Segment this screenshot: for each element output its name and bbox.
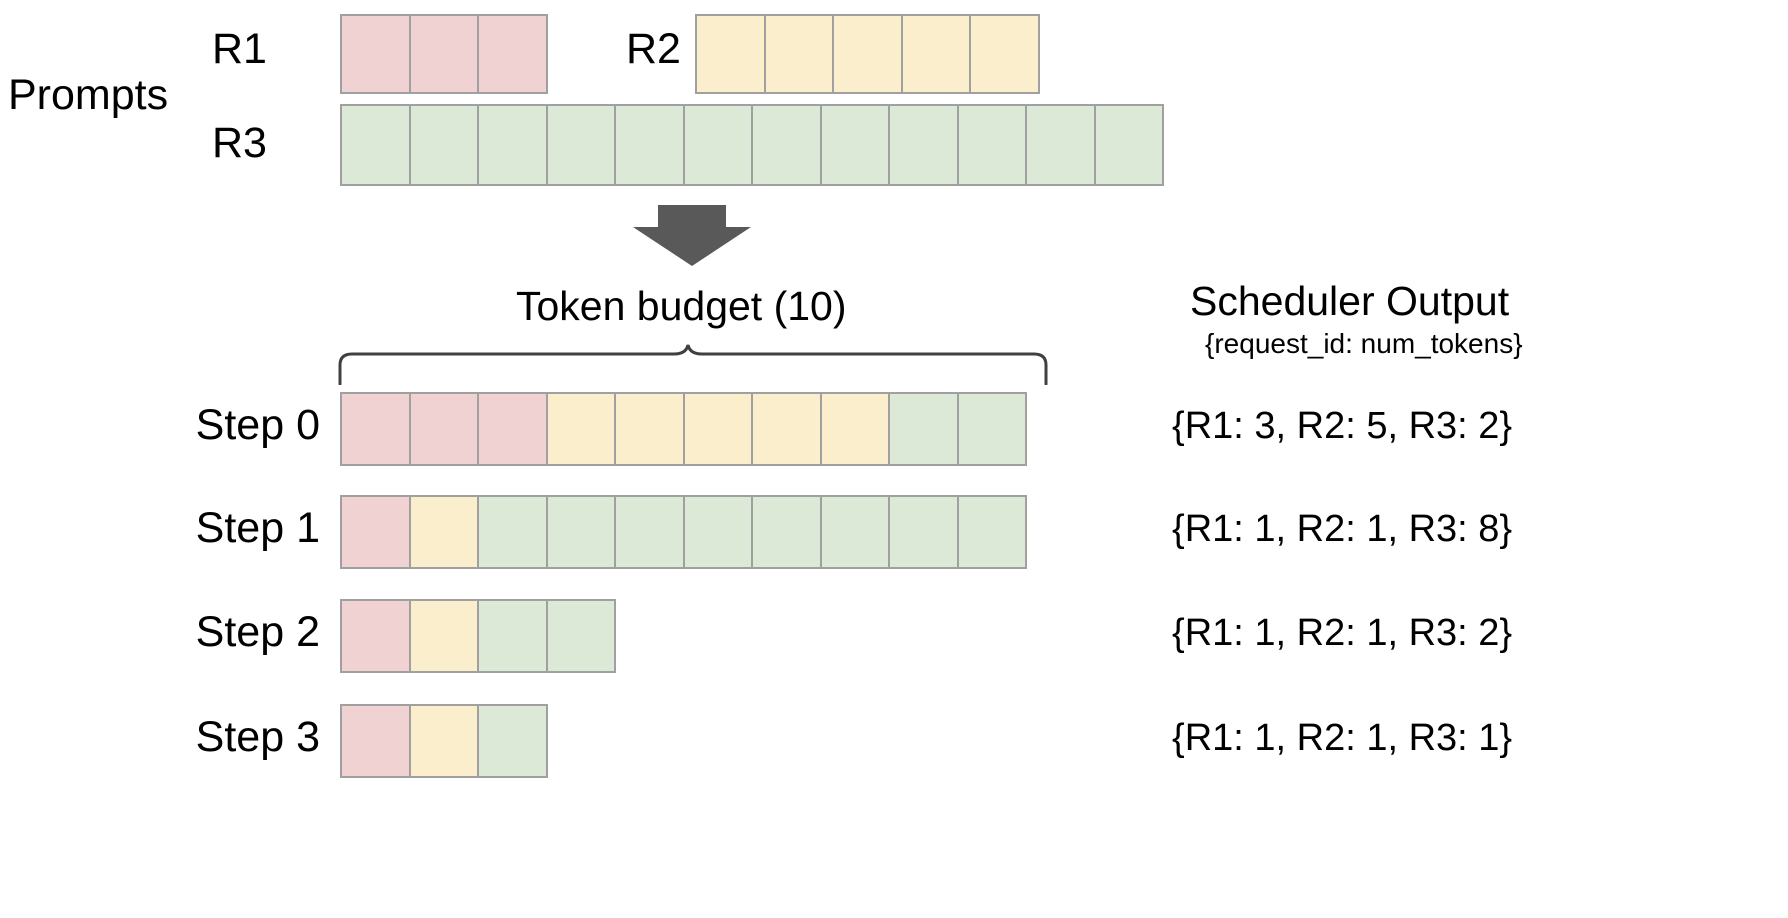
request-label-r3: R3 [212, 119, 267, 167]
token-cell-r2 [408, 495, 479, 569]
token-cell-r1 [408, 14, 479, 94]
token-cell-r2 [969, 14, 1040, 94]
token-cell-r3 [614, 104, 685, 186]
token-cell-r2 [832, 14, 903, 94]
prompt-row-r1 [340, 14, 548, 94]
token-cell-r3 [682, 104, 753, 186]
scheduler-output-step-0: {R1: 3, R2: 5, R3: 2} [1172, 405, 1513, 447]
token-cell-r3 [888, 495, 959, 569]
token-cell-r2 [819, 392, 890, 466]
prompts-section-label: Prompts [8, 71, 169, 119]
token-cell-r3 [477, 599, 548, 673]
token-cell-r3 [819, 495, 890, 569]
token-cell-r2 [545, 392, 616, 466]
token-cell-r2 [408, 704, 479, 778]
step-token-row-0 [340, 392, 1027, 466]
token-cell-r2 [695, 14, 766, 94]
token-cell-r2 [682, 392, 753, 466]
token-cell-r1 [477, 14, 548, 94]
token-cell-r3 [477, 704, 548, 778]
token-cell-r3 [477, 104, 548, 186]
token-cell-r1 [408, 392, 479, 466]
token-cell-r1 [340, 392, 411, 466]
token-cell-r3 [956, 392, 1027, 466]
token-cell-r2 [763, 14, 834, 94]
scheduler-output-step-3: {R1: 1, R2: 1, R3: 1} [1172, 717, 1513, 759]
token-cell-r1 [340, 704, 411, 778]
step-label-3: Step 3 [195, 713, 320, 761]
token-cell-r3 [888, 392, 959, 466]
token-cell-r1 [340, 599, 411, 673]
request-label-r2: R2 [626, 25, 681, 73]
step-token-row-1 [340, 495, 1027, 569]
token-cell-r1 [340, 14, 411, 94]
scheduler-output-step-2: {R1: 1, R2: 1, R3: 2} [1172, 612, 1513, 654]
token-cell-r3 [682, 495, 753, 569]
step-label-2: Step 2 [195, 608, 320, 656]
token-cell-r3 [888, 104, 959, 186]
prompt-row-r2 [695, 14, 1040, 94]
token-cell-r3 [1093, 104, 1164, 186]
token-cell-r3 [751, 104, 822, 186]
step-token-row-3 [340, 704, 548, 778]
token-cell-r3 [408, 104, 479, 186]
token-cell-r3 [956, 495, 1027, 569]
token-cell-r1 [477, 392, 548, 466]
down-arrow-icon [632, 205, 752, 267]
token-cell-r2 [408, 599, 479, 673]
token-cell-r3 [545, 104, 616, 186]
step-label-0: Step 0 [195, 401, 320, 449]
token-cell-r1 [340, 495, 411, 569]
prompt-row-r3 [340, 104, 1164, 186]
scheduler-output-subtitle: {request_id: num_tokens} [1205, 328, 1523, 359]
token-cell-r3 [340, 104, 411, 186]
scheduler-output-step-1: {R1: 1, R2: 1, R3: 8} [1172, 508, 1513, 550]
token-cell-r3 [1025, 104, 1096, 186]
scheduler-output-title: Scheduler Output [1190, 278, 1510, 324]
token-cell-r3 [819, 104, 890, 186]
token-budget-label: Token budget (10) [516, 283, 847, 329]
step-label-1: Step 1 [195, 504, 320, 552]
token-cell-r3 [614, 495, 685, 569]
token-cell-r3 [477, 495, 548, 569]
request-label-r1: R1 [212, 25, 267, 73]
token-cell-r3 [545, 599, 616, 673]
token-cell-r3 [545, 495, 616, 569]
token-cell-r3 [751, 495, 822, 569]
token-cell-r3 [956, 104, 1027, 186]
token-cell-r2 [900, 14, 971, 94]
step-token-row-2 [340, 599, 616, 673]
token-cell-r2 [751, 392, 822, 466]
token-budget-brace [338, 343, 1048, 386]
token-cell-r2 [614, 392, 685, 466]
